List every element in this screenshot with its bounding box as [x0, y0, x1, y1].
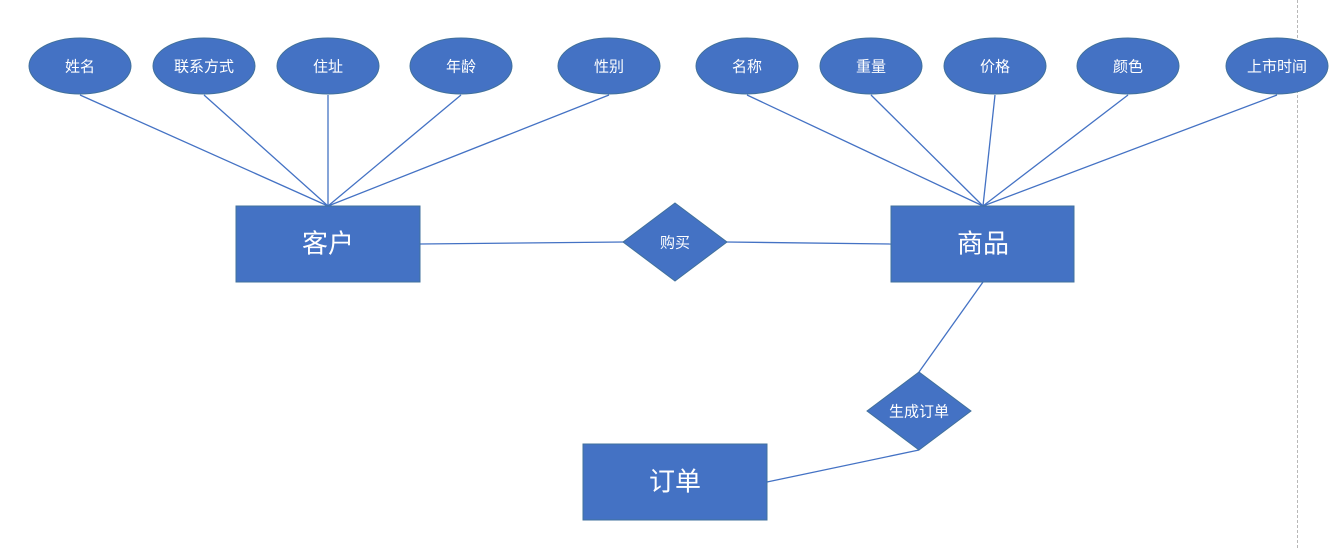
entity-order[interactable]: 订单	[582, 443, 768, 521]
entity-product[interactable]: 商品	[890, 205, 1075, 283]
relationship-buy[interactable]: 购买	[622, 202, 728, 282]
entity-customer[interactable]: 客户	[235, 205, 421, 283]
page-edge-divider	[1297, 0, 1298, 548]
entity-label: 客户	[302, 230, 354, 260]
connector-customer-buy	[419, 241, 625, 245]
attribute-customer-address[interactable]: 住址	[276, 37, 380, 95]
attribute-product-launch-time[interactable]: 上市时间	[1225, 37, 1329, 95]
attribute-product-price[interactable]: 价格	[943, 37, 1047, 95]
attribute-label: 价格	[980, 58, 1010, 76]
connector-product-weight	[870, 94, 984, 207]
attribute-product-name[interactable]: 名称	[695, 37, 799, 95]
attribute-product-weight[interactable]: 重量	[819, 37, 923, 95]
connector-product-name	[746, 94, 984, 207]
entity-label: 商品	[957, 230, 1009, 260]
connector-product-launch	[982, 94, 1278, 207]
connector-customer-contact	[203, 94, 329, 207]
connector-product-color	[982, 94, 1129, 207]
connector-customer-gender	[327, 94, 610, 207]
relationship-generate-order[interactable]: 生成订单	[866, 371, 972, 451]
connector-customer-name	[79, 94, 329, 207]
attribute-customer-name[interactable]: 姓名	[28, 37, 132, 95]
attribute-label: 住址	[313, 58, 343, 76]
attribute-product-color[interactable]: 颜色	[1076, 37, 1180, 95]
relationship-label: 购买	[660, 234, 690, 252]
attribute-label: 联系方式	[174, 58, 234, 76]
attribute-label: 颜色	[1113, 58, 1143, 76]
connector-product-price	[982, 94, 996, 207]
connector-lines	[79, 94, 1278, 483]
attribute-label: 年龄	[446, 58, 476, 76]
attribute-customer-age[interactable]: 年龄	[409, 37, 513, 95]
connector-customer-age	[327, 94, 462, 207]
entity-label: 订单	[649, 468, 701, 498]
attribute-customer-gender[interactable]: 性别	[557, 37, 661, 95]
attribute-label: 名称	[732, 58, 762, 76]
relationship-label: 生成订单	[889, 403, 949, 421]
connector-buy-product	[725, 241, 892, 245]
attribute-label: 上市时间	[1247, 58, 1307, 76]
attribute-label: 重量	[856, 58, 886, 76]
connector-product-generate	[918, 281, 984, 373]
connector-generate-order	[766, 449, 920, 483]
attribute-label: 姓名	[65, 58, 95, 76]
attribute-label: 性别	[594, 58, 624, 76]
attribute-customer-contact[interactable]: 联系方式	[152, 37, 256, 95]
